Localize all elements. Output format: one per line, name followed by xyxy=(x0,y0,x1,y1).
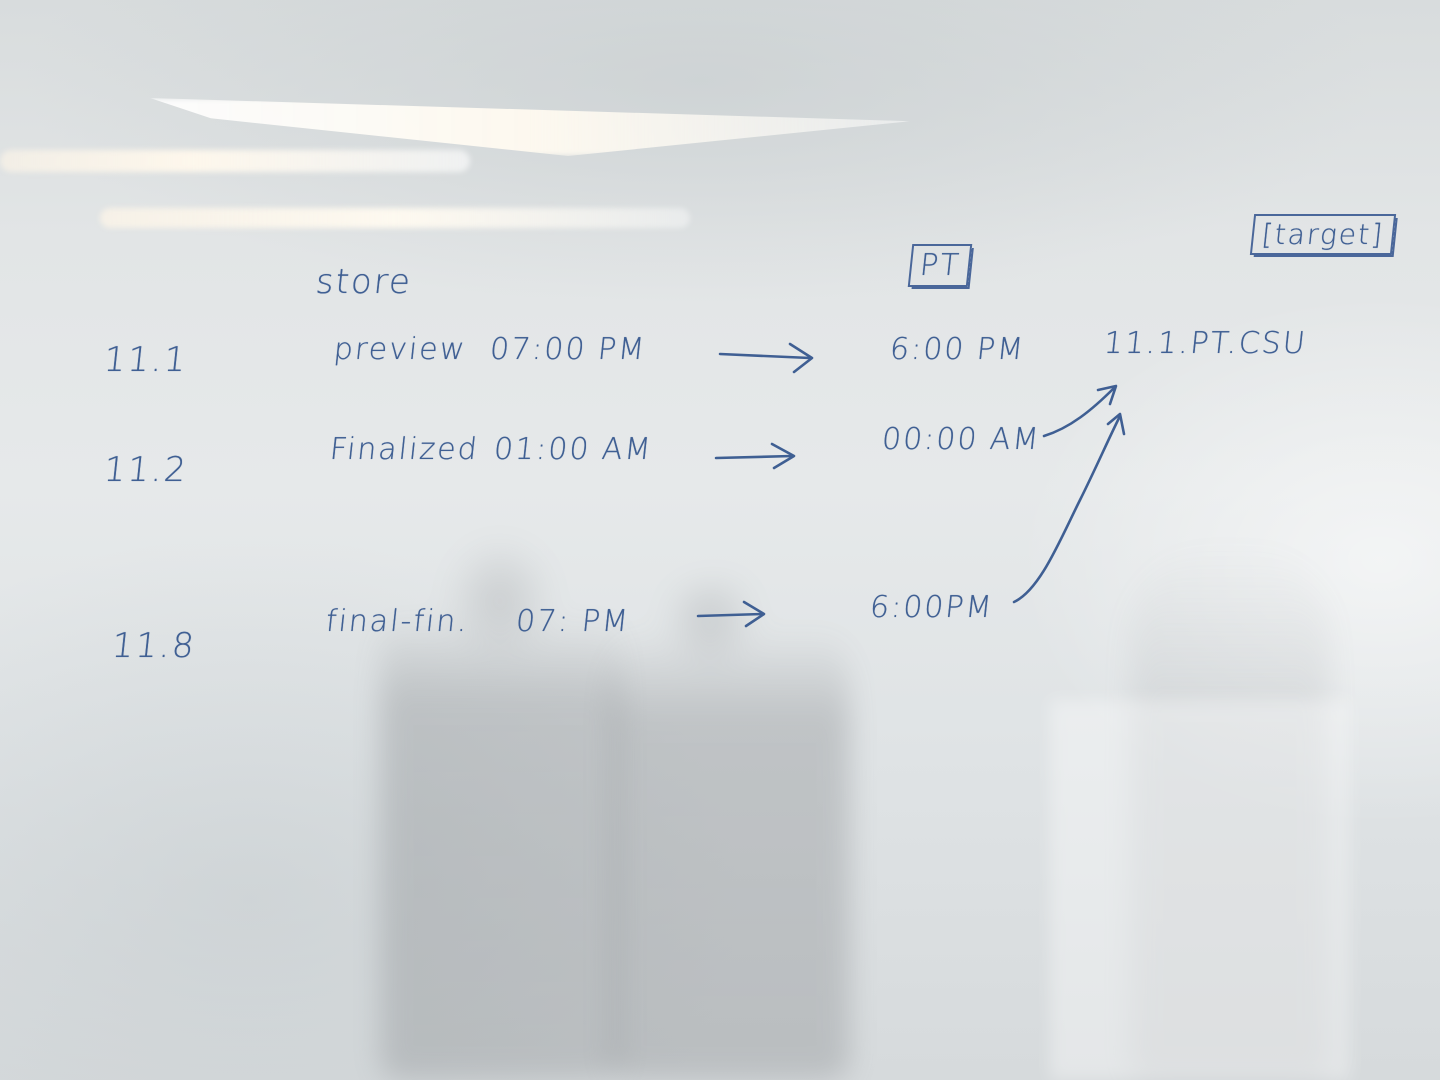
right-arrow-icon xyxy=(696,600,766,628)
person-reflection xyxy=(380,540,620,1080)
curved-arrow-icon xyxy=(1042,384,1118,438)
curved-arrow-icon xyxy=(1012,412,1126,604)
person-reflection xyxy=(1130,540,1330,1080)
ceiling-light-reflection xyxy=(0,150,470,172)
ceiling-light-reflection xyxy=(100,208,690,228)
right-arrow-icon xyxy=(718,342,814,374)
person-reflection xyxy=(610,580,850,1080)
right-arrow-icon xyxy=(714,442,796,470)
window-reflection xyxy=(1050,700,1350,1080)
